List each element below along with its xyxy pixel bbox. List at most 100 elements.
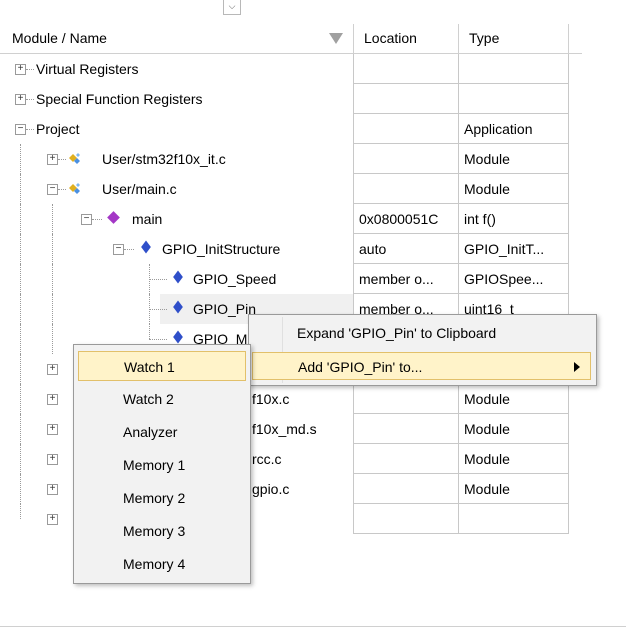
row-location <box>353 444 458 474</box>
tree-row-module-it[interactable]: + User/stm32f10x_it.c Module <box>0 144 626 174</box>
row-location: 0x0800051C <box>353 204 458 234</box>
tree-connector <box>149 339 167 340</box>
expand-plus-icon[interactable]: + <box>15 94 26 105</box>
expand-plus-icon[interactable]: + <box>47 424 58 435</box>
module-icon <box>69 183 80 194</box>
row-type: Module <box>458 474 569 504</box>
tree-connector <box>20 474 21 504</box>
submenu-arrow-icon <box>574 362 580 372</box>
tree-connector <box>58 189 66 190</box>
column-header-location[interactable]: Location <box>353 24 458 53</box>
tree-row-special-function-registers[interactable]: + Special Function Registers <box>0 84 626 114</box>
tree-row-virtual-registers[interactable]: + Virtual Registers <box>0 54 626 84</box>
tree-row[interactable]: + f10x.c Module <box>0 384 626 414</box>
row-location <box>353 414 458 444</box>
tree-connector <box>20 414 21 444</box>
module-icon <box>69 153 80 164</box>
tree-connector <box>52 324 53 354</box>
tree-connector <box>20 354 21 384</box>
row-location <box>353 504 458 534</box>
row-name: gpio.c <box>252 481 290 497</box>
row-type <box>458 84 569 114</box>
row-name: GPIO_InitStructure <box>162 241 281 257</box>
expand-plus-icon[interactable]: + <box>15 64 26 75</box>
row-name: f10x_md.s <box>252 421 317 437</box>
tree-connector <box>20 444 21 474</box>
tree-connector <box>149 324 150 339</box>
tree-connector <box>20 174 21 204</box>
function-icon <box>107 211 120 224</box>
tree-row[interactable]: + gpio.c Module <box>0 474 626 504</box>
tree-row-var-gpio-initstructure[interactable]: − GPIO_InitStructure auto GPIO_InitT... <box>0 234 626 264</box>
tree-row[interactable]: + rcc.c Module <box>0 444 626 474</box>
row-type: GPIOSpee... <box>458 264 569 294</box>
tree-connector <box>92 219 102 220</box>
row-type <box>458 504 569 534</box>
collapse-minus-icon[interactable]: − <box>81 214 92 225</box>
row-name: f10x.c <box>252 391 290 407</box>
expand-plus-icon[interactable]: + <box>47 454 58 465</box>
row-type: GPIO_InitT... <box>458 234 569 264</box>
tree-row-function-main[interactable]: − main 0x0800051C int f() <box>0 204 626 234</box>
submenu-item-memory-2[interactable]: Memory 2 <box>123 490 186 506</box>
tree-connector <box>52 264 53 294</box>
tree-connector <box>20 204 21 234</box>
collapse-chevron-icon[interactable]: ⌵ <box>223 0 241 15</box>
tree-connector <box>124 249 134 250</box>
context-menu: Expand 'GPIO_Pin' to Clipboard Add 'GPIO… <box>248 314 597 386</box>
row-name: Project <box>36 121 80 137</box>
toolbar-strip: ⌵ <box>0 0 626 24</box>
expand-plus-icon[interactable]: + <box>47 364 58 375</box>
menu-item-add-to-label: Add 'GPIO_Pin' to... <box>298 359 423 375</box>
row-location: member o... <box>353 264 458 294</box>
tree-connector <box>26 69 34 70</box>
row-name: User/stm32f10x_it.c <box>102 151 226 167</box>
menu-item-add-to[interactable]: Add 'GPIO_Pin' to... <box>252 352 591 380</box>
submenu-item-memory-4[interactable]: Memory 4 <box>123 556 186 572</box>
tree-connector <box>149 279 167 280</box>
row-location <box>353 144 458 174</box>
row-name: rcc.c <box>252 451 282 467</box>
submenu-item-memory-1[interactable]: Memory 1 <box>123 457 186 473</box>
add-to-submenu: Watch 1 Watch 2 Analyzer Memory 1 Memory… <box>73 344 251 584</box>
tree-row-module-main[interactable]: − User/main.c Module <box>0 174 626 204</box>
variable-icon <box>173 330 183 344</box>
tree-connector <box>20 234 21 264</box>
submenu-item-memory-3[interactable]: Memory 3 <box>123 523 186 539</box>
expand-plus-icon[interactable]: + <box>47 154 58 165</box>
row-name: main <box>132 211 163 227</box>
column-header-name[interactable]: Module / Name <box>12 30 107 46</box>
tree-connector <box>52 294 53 324</box>
tree-connector <box>149 309 167 310</box>
row-location <box>353 84 458 114</box>
tree-row-member-gpio-speed[interactable]: GPIO_Speed member o... GPIOSpee... <box>0 264 626 294</box>
row-location <box>353 174 458 204</box>
tree-connector <box>20 144 21 174</box>
variable-icon <box>141 240 151 254</box>
row-type: Module <box>458 414 569 444</box>
row-type: Module <box>458 144 569 174</box>
tree-connector <box>52 234 53 264</box>
variable-icon <box>173 270 183 284</box>
tree-row-project[interactable]: − Project Application <box>0 114 626 144</box>
row-name: Special Function Registers <box>36 91 203 107</box>
menu-icon-gutter <box>282 317 283 383</box>
collapse-minus-icon[interactable]: − <box>15 124 26 135</box>
tree-row[interactable]: + f10x_md.s Module <box>0 414 626 444</box>
expand-plus-icon[interactable]: + <box>47 514 58 525</box>
expand-plus-icon[interactable]: + <box>47 484 58 495</box>
row-type: Module <box>458 384 569 414</box>
tree-row[interactable]: + <box>0 504 626 534</box>
collapse-minus-icon[interactable]: − <box>47 184 58 195</box>
sort-arrow-icon[interactable] <box>329 33 343 44</box>
row-type: Application <box>458 114 569 144</box>
tree-connector <box>52 204 53 234</box>
expand-plus-icon[interactable]: + <box>47 394 58 405</box>
menu-item-expand-to-clipboard[interactable]: Expand 'GPIO_Pin' to Clipboard <box>297 325 497 341</box>
row-type: Module <box>458 174 569 204</box>
submenu-item-analyzer[interactable]: Analyzer <box>123 424 178 440</box>
column-header-type[interactable]: Type <box>458 24 568 53</box>
submenu-item-watch-2[interactable]: Watch 2 <box>123 391 174 407</box>
collapse-minus-icon[interactable]: − <box>113 244 124 255</box>
submenu-item-watch-1[interactable]: Watch 1 <box>78 351 246 381</box>
